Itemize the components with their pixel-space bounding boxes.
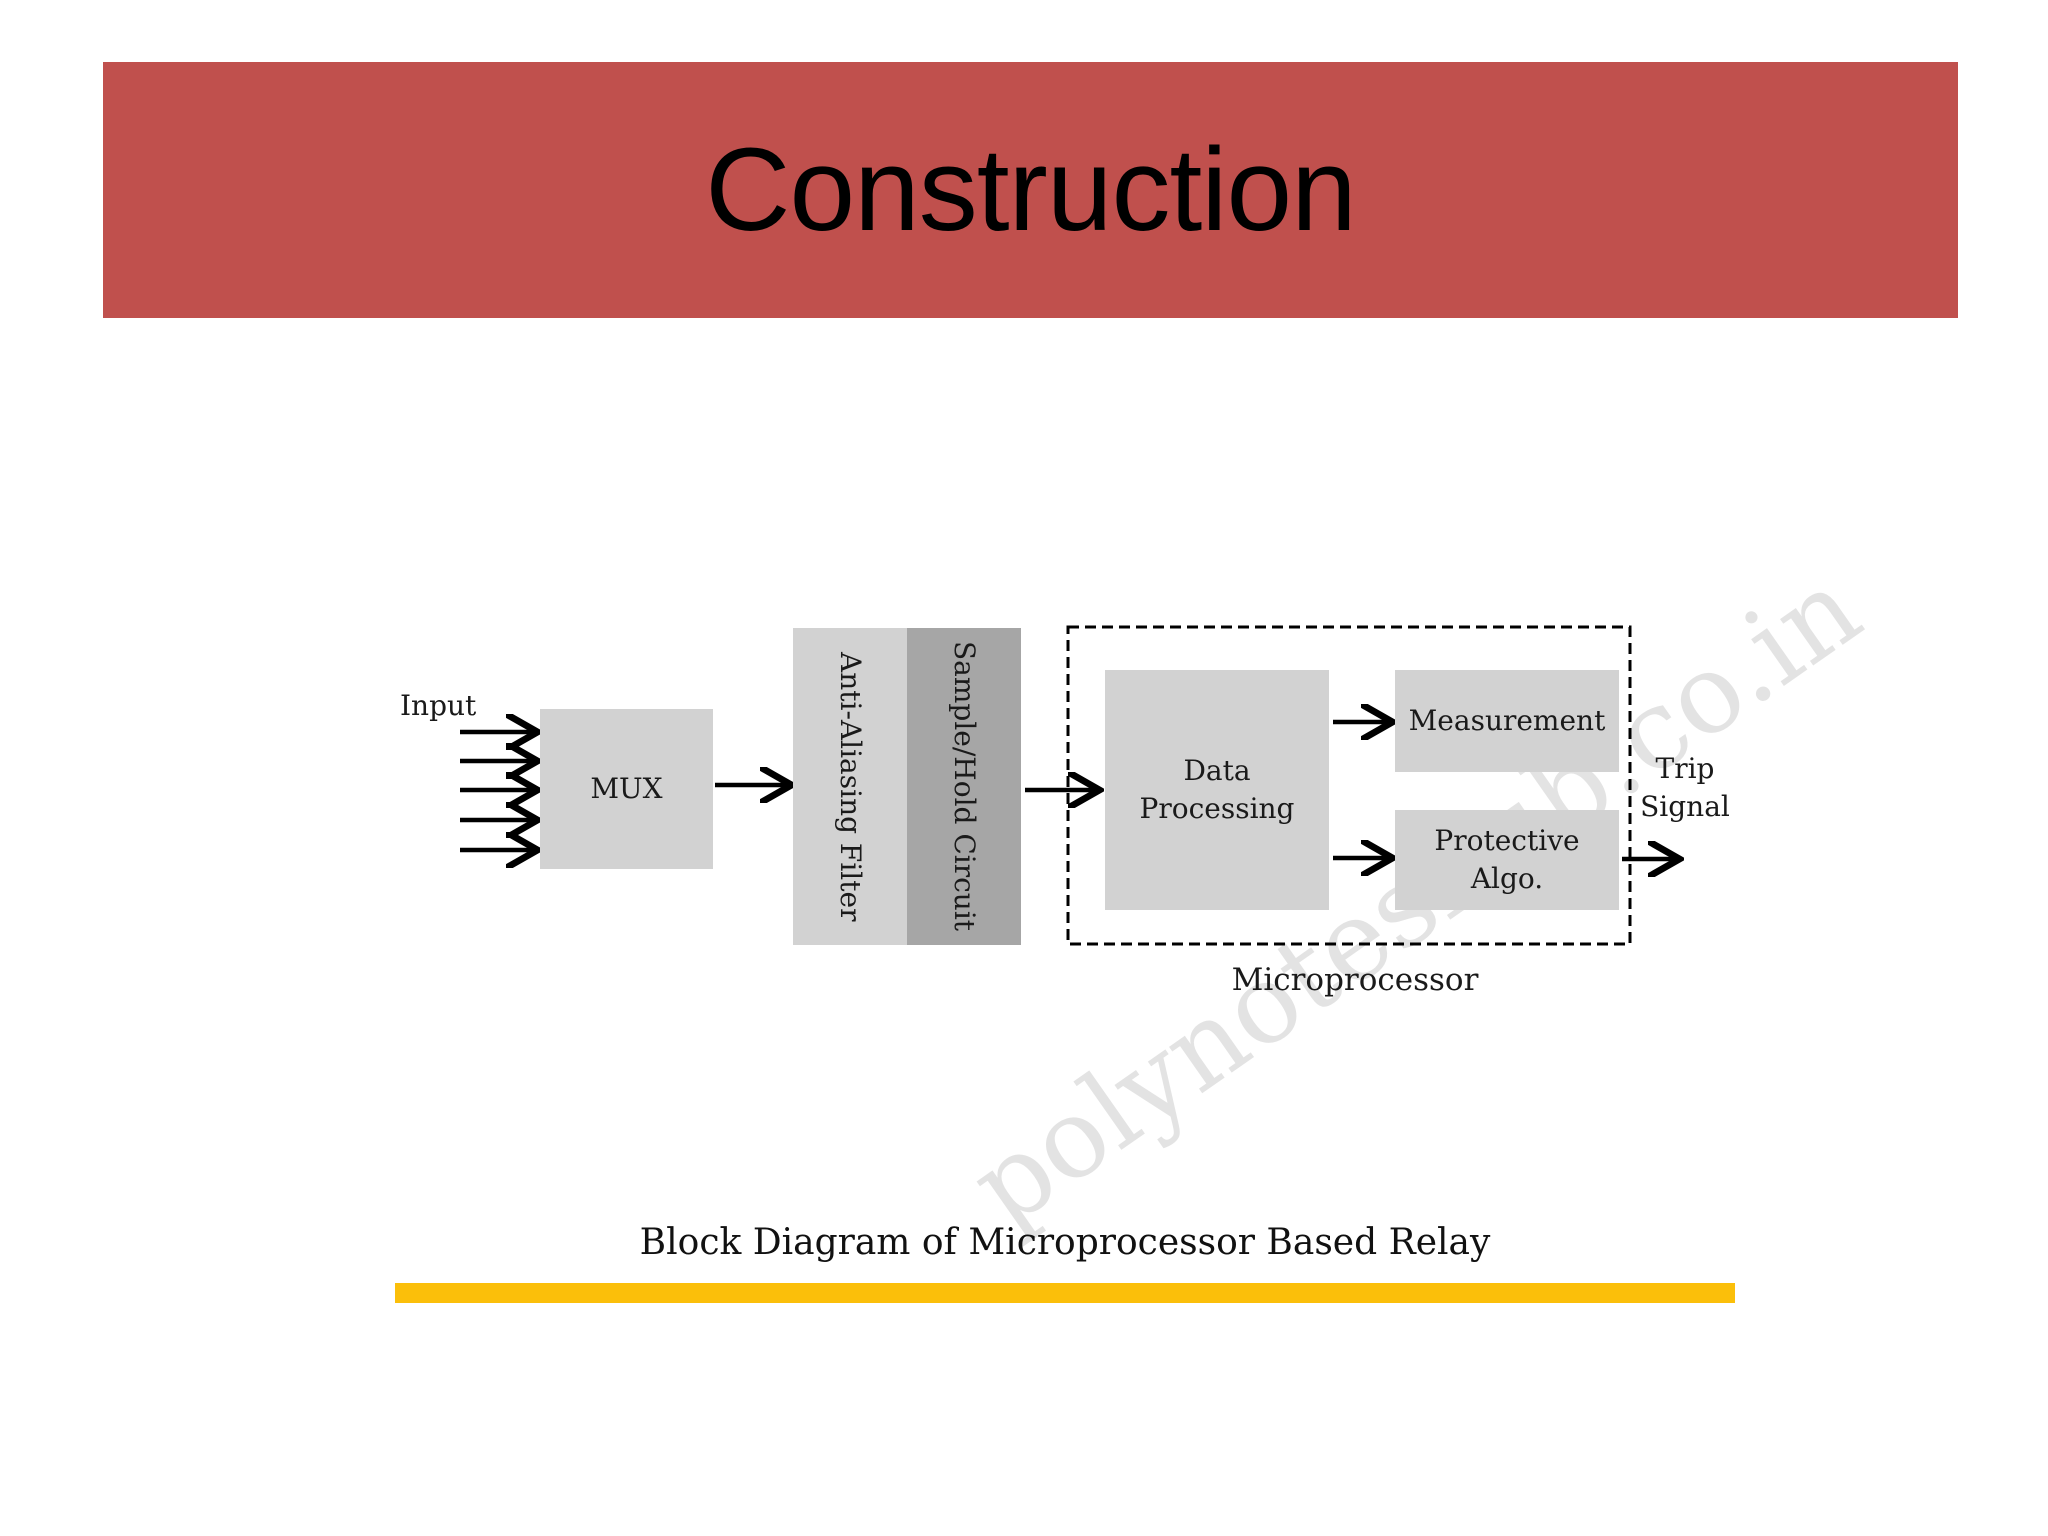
data-processing-block: Data Processing xyxy=(1105,670,1329,910)
microprocessor-boundary xyxy=(1066,625,1632,946)
slide-title: Construction xyxy=(705,124,1356,256)
microprocessor-label: Microprocessor xyxy=(1231,962,1479,998)
mux-label: MUX xyxy=(590,772,663,806)
caption-underline-bar xyxy=(395,1283,1735,1303)
diagram-connectors xyxy=(460,625,1735,946)
diagram-figure: polynoteshub.co.in Input MUX Anti-Aliasi… xyxy=(395,355,1882,1315)
anti-aliasing-filter-block: Anti-Aliasing Filter xyxy=(793,628,907,945)
protective-algo-block: Protective Algo. xyxy=(1395,810,1619,910)
measurement-block: Measurement xyxy=(1395,670,1619,772)
mux-block: MUX xyxy=(540,709,713,869)
measurement-label: Measurement xyxy=(1408,704,1606,738)
sample-hold-label: Sample/Hold Circuit xyxy=(947,641,981,932)
trip-signal-label: Trip Signal xyxy=(1640,752,1730,823)
input-label: Input xyxy=(400,689,477,722)
sample-hold-block: Sample/Hold Circuit xyxy=(907,628,1021,945)
protective-algo-label: Protective Algo. xyxy=(1434,824,1580,895)
title-bar: Construction xyxy=(103,62,1958,318)
anti-aliasing-label: Anti-Aliasing Filter xyxy=(833,651,867,922)
input-arrows xyxy=(460,732,533,850)
data-processing-label: Data Processing xyxy=(1139,754,1295,825)
figure-caption: Block Diagram of Microprocessor Based Re… xyxy=(639,1222,1491,1263)
